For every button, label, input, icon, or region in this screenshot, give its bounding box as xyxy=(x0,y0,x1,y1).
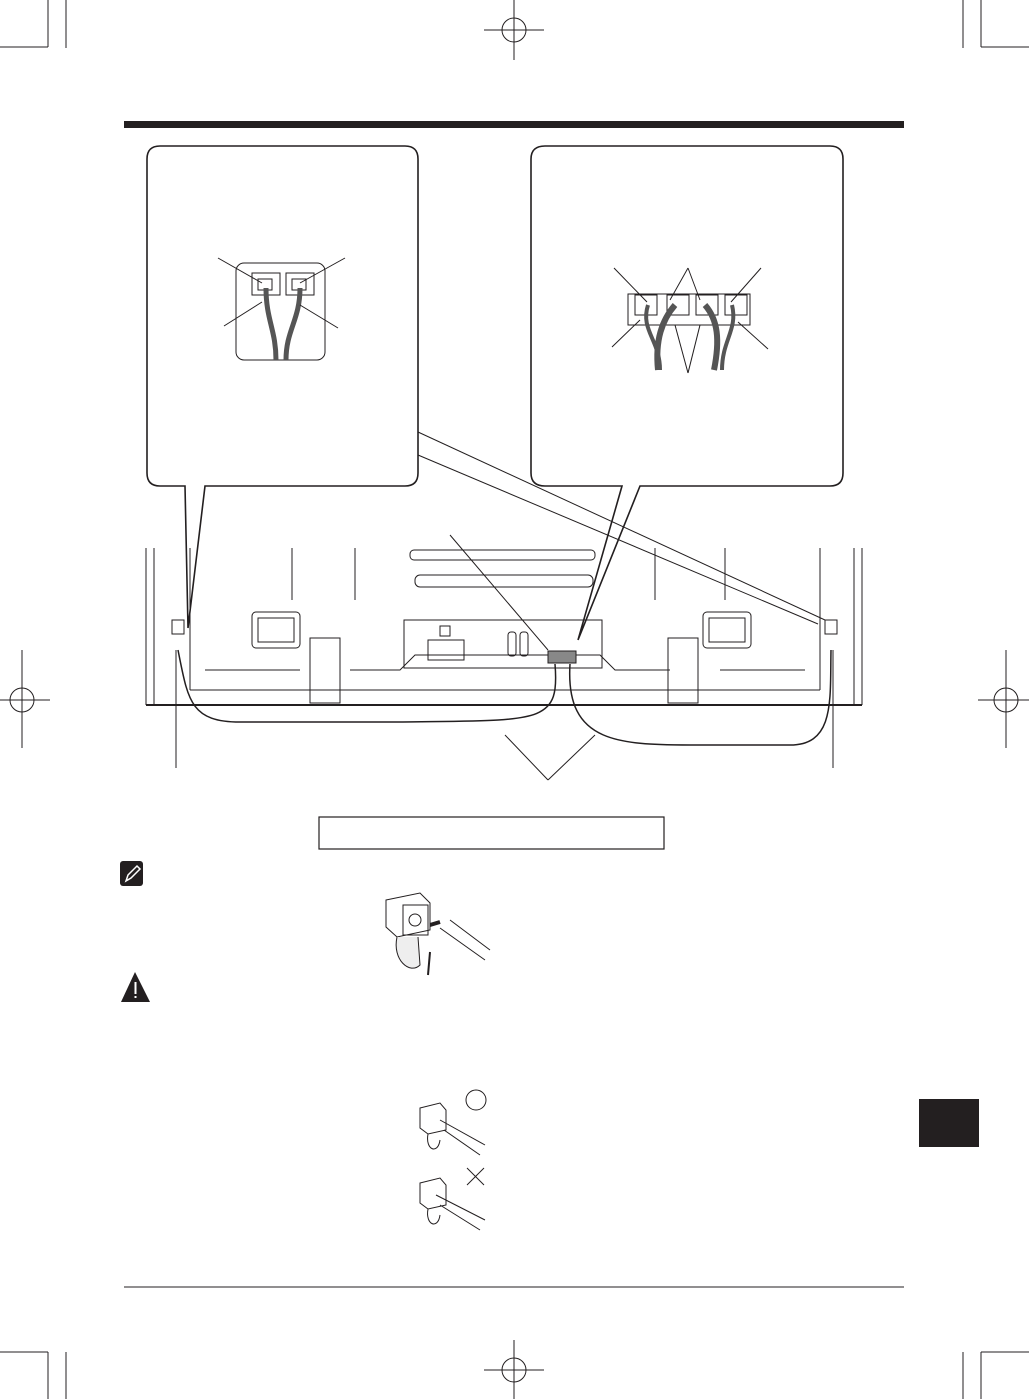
incorrect-illustration xyxy=(419,1167,486,1231)
right-callout-bubble xyxy=(530,145,844,641)
left-callout-bubble xyxy=(146,145,419,629)
section-tab xyxy=(919,1099,979,1147)
tv-rear-panel xyxy=(145,534,863,781)
correct-illustration xyxy=(419,1089,487,1156)
header-rule xyxy=(124,121,904,128)
pencil-note-icon xyxy=(120,861,143,886)
caption-box xyxy=(318,816,665,850)
warning-triangle-icon xyxy=(121,972,150,1002)
terminal-push-illustration xyxy=(385,892,491,976)
